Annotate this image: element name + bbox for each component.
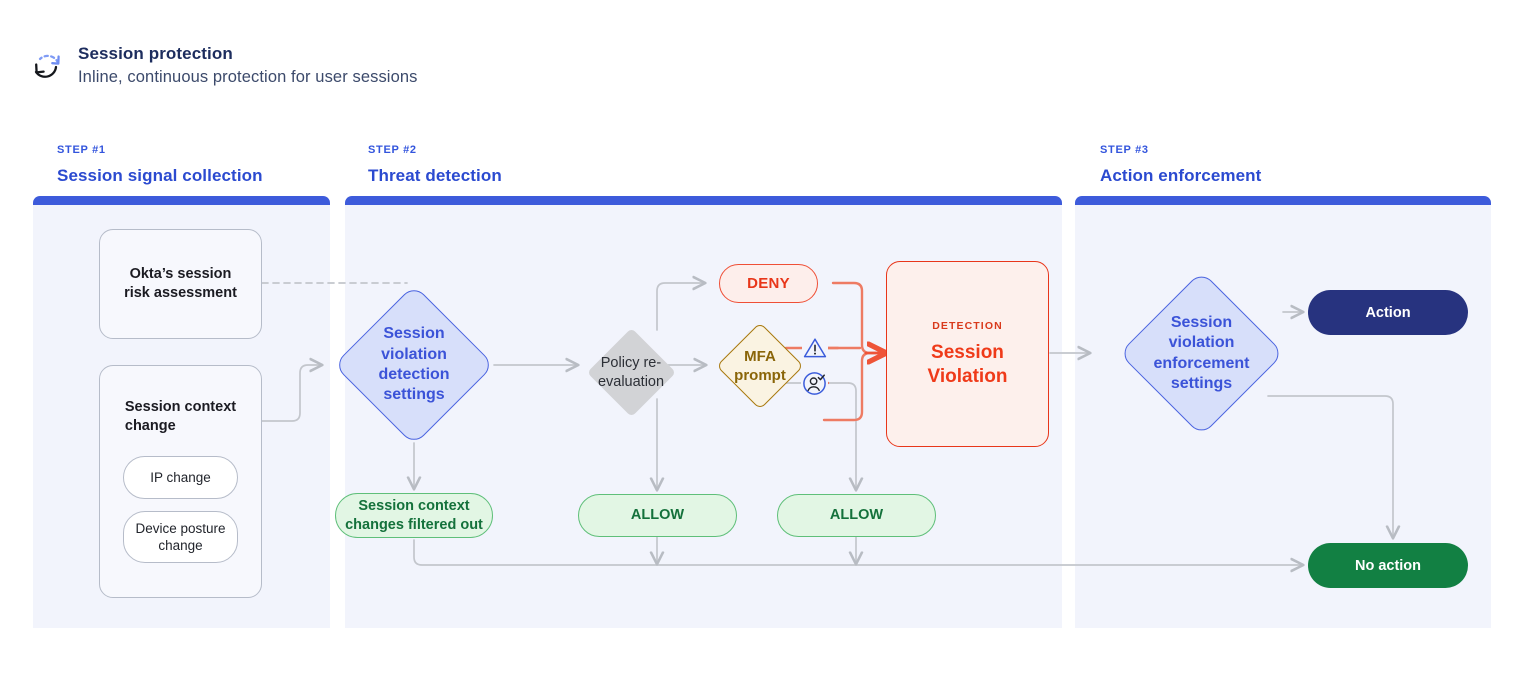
chip-device-posture-change-label: Device posture change <box>135 520 226 554</box>
chip-ip-change-label: IP change <box>150 469 211 485</box>
allow-pill-1[interactable]: ALLOW <box>578 494 737 537</box>
step-1-title: Session signal collection <box>57 166 263 185</box>
diamond-shape <box>586 327 677 418</box>
deny-label: DENY <box>747 275 790 292</box>
detection-title: Session Violation <box>927 341 1008 387</box>
no-action-pill[interactable]: No action <box>1308 543 1468 588</box>
diamond-shape <box>716 322 804 410</box>
deny-pill[interactable]: DENY <box>719 264 818 303</box>
warning-triangle-icon <box>802 336 828 365</box>
step-2-title: Threat detection <box>368 166 502 185</box>
okta-risk-assessment-card[interactable]: Okta’s session risk assessment <box>99 229 262 339</box>
filtered-out-pill[interactable]: Session context changes filtered out <box>335 493 493 538</box>
chip-device-posture-change[interactable]: Device posture change <box>123 511 238 564</box>
step-3-kicker: STEP #3 <box>1100 144 1149 156</box>
chip-ip-change[interactable]: IP change <box>123 456 238 500</box>
action-pill[interactable]: Action <box>1308 290 1468 335</box>
page-subtitle: Inline, continuous protection for user s… <box>78 68 418 86</box>
session-context-change-card[interactable]: Session context change IP change Device … <box>99 365 262 598</box>
session-violation-enforcement-settings-diamond[interactable]: Session violation enforcement settings <box>1118 270 1285 437</box>
mfa-prompt-diamond[interactable]: MFA prompt <box>716 322 804 410</box>
action-label: Action <box>1365 304 1411 321</box>
session-violation-detection-settings-diamond[interactable]: Session violation detection settings <box>333 284 495 446</box>
session-violation-detection-box[interactable]: DETECTION Session Violation <box>886 261 1049 447</box>
allow-pill-1-label: ALLOW <box>630 507 685 524</box>
page-title: Session protection <box>78 44 233 63</box>
no-action-label: No action <box>1354 557 1422 574</box>
step-1-kicker: STEP #1 <box>57 144 106 156</box>
allow-pill-2[interactable]: ALLOW <box>777 494 936 537</box>
step-2-kicker: STEP #2 <box>368 144 417 156</box>
diamond-shape <box>333 284 495 446</box>
step-3-title: Action enforcement <box>1100 166 1262 185</box>
user-verified-icon <box>801 370 828 402</box>
filtered-out-label: Session context changes filtered out <box>345 497 483 533</box>
session-refresh-icon <box>30 50 64 84</box>
allow-pill-2-label: ALLOW <box>829 507 884 524</box>
detection-kicker: DETECTION <box>932 319 1003 332</box>
okta-risk-assessment-label: Okta’s session risk assessment <box>124 265 237 301</box>
diamond-shape <box>1118 270 1285 437</box>
session-context-change-label: Session context change <box>124 399 237 435</box>
page-header: Session protection Inline, continuous pr… <box>30 44 417 87</box>
policy-re-evaluation-diamond[interactable]: Policy re- evaluation <box>586 327 677 418</box>
